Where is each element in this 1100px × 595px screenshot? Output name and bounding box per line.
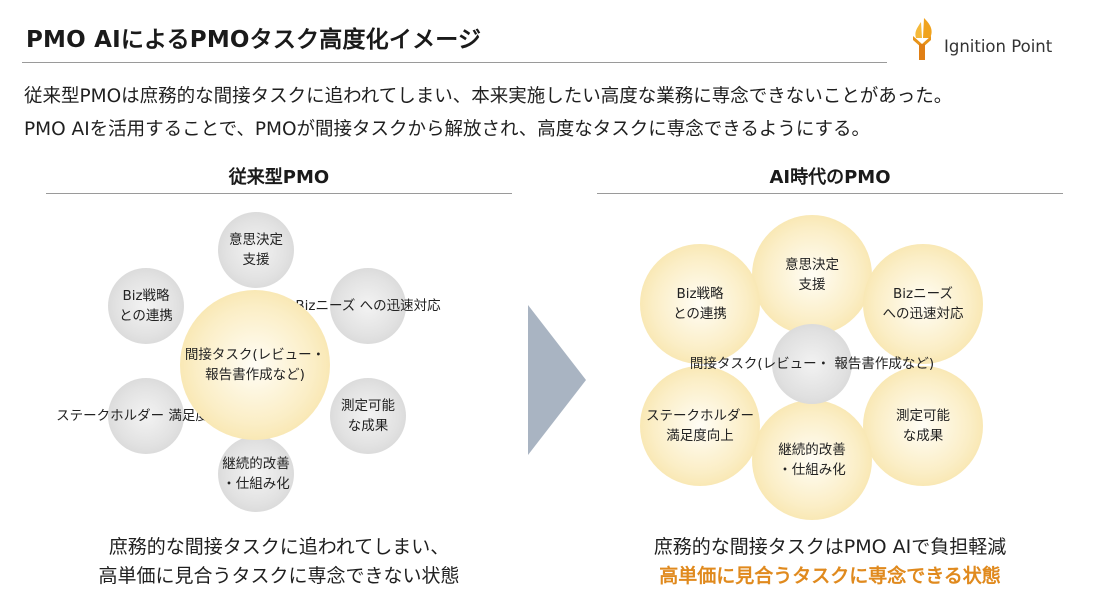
right-node-stakeholder-satisfaction: ステークホルダー 満足度向上 — [640, 366, 760, 486]
logo-text: Ignition Point — [944, 37, 1053, 56]
left-caption-line-2: 高単価に見合うタスクに専念できない状態 — [98, 565, 460, 587]
right-node-continuous-improvement: 継続的改善 ・仕組み化 — [752, 400, 872, 520]
transition-arrow-icon — [528, 305, 586, 455]
right-section-title: AI時代のPMO — [769, 167, 891, 188]
right-node-indirect-tasks: 間接タスク(レビュー・ 報告書作成など) — [690, 324, 934, 404]
right-section-divider — [597, 193, 1063, 194]
left-section-divider — [46, 193, 512, 194]
left-node-decision-support: 意思決定 支援 — [218, 212, 294, 288]
title-divider — [22, 62, 887, 63]
right-node-biz-strategy: Biz戦略 との連携 — [640, 244, 760, 364]
left-node-indirect-tasks: 間接タスク(レビュー・ 報告書作成など) — [180, 290, 330, 440]
left-node-measurable-results: 測定可能 な成果 — [330, 378, 406, 454]
description-line-1: 従来型PMOは庶務的な間接タスクに追われてしまい、本来実施したい高度な業務に専念… — [24, 86, 953, 107]
left-section-title: 従来型PMO — [228, 167, 330, 188]
right-node-biz-needs: Bizニーズ への迅速対応 — [863, 244, 983, 364]
left-node-stakeholder-satisfaction: ステークホルダー 満足度向上 — [56, 378, 236, 454]
page-title: PMO AIによるPMOタスク高度化イメージ — [26, 27, 482, 53]
left-node-biz-needs: Bizニーズ への迅速対応 — [295, 268, 441, 344]
description-line-2: PMO AIを活用することで、PMOが間接タスクから解放され、高度なタスクに専念… — [24, 119, 871, 140]
left-caption-line-1: 庶務的な間接タスクに追われてしまい、 — [108, 536, 450, 558]
right-node-decision-support: 意思決定 支援 — [752, 215, 872, 335]
left-node-biz-strategy: Biz戦略 との連携 — [108, 268, 184, 344]
right-caption-line-1: 庶務的な間接タスクはPMO AIで負担軽減 — [653, 536, 1007, 558]
ignition-point-logo — [913, 18, 932, 60]
right-node-measurable-results: 測定可能 な成果 — [863, 366, 983, 486]
right-caption-line-2-highlight: 高単価に見合うタスクに専念できる状態 — [659, 565, 1001, 587]
left-node-continuous-improvement: 継続的改善 ・仕組み化 — [218, 436, 294, 512]
